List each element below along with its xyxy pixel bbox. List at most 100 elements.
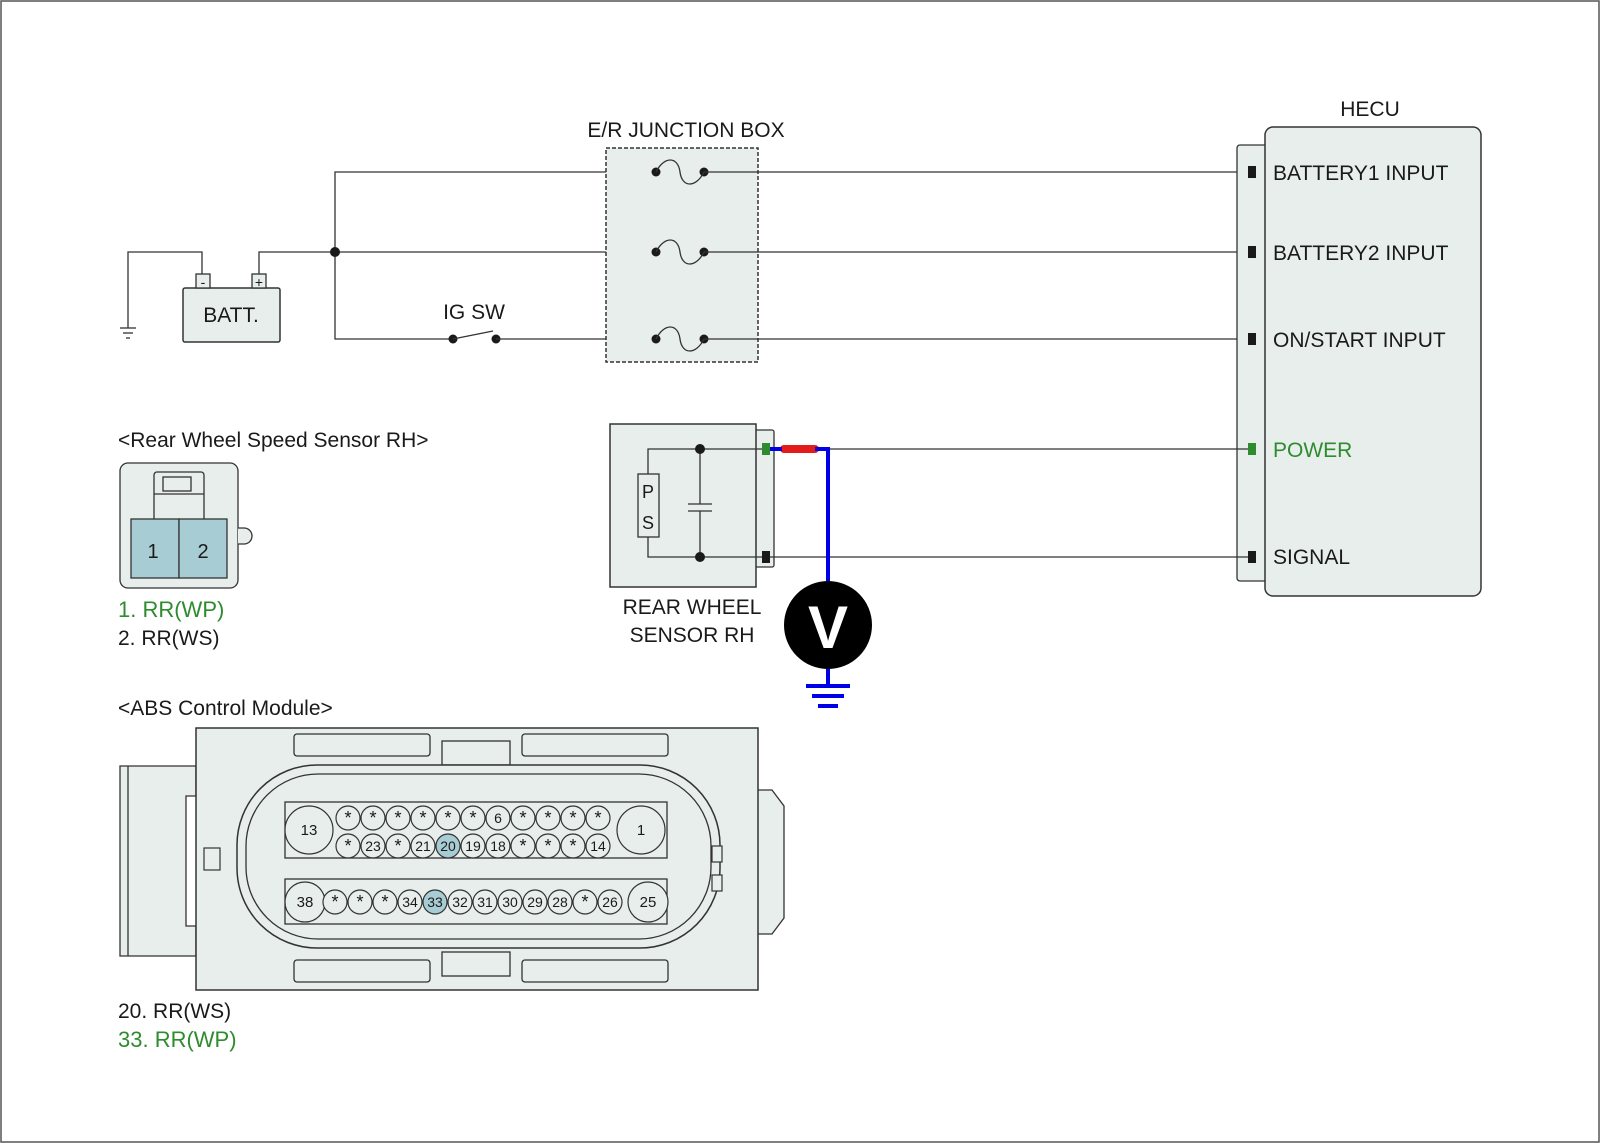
hecu-module: HECU BATTERY1 INPUT BATTERY2 INPUT ON/ST… xyxy=(1236,98,1482,597)
hecu-label-on-start: ON/START INPUT xyxy=(1273,329,1446,352)
abs-pin xyxy=(485,805,511,831)
abs-pin-label: * xyxy=(544,836,551,856)
abs-pin-label: * xyxy=(381,892,388,912)
abs-pin xyxy=(335,833,361,859)
abs-pin xyxy=(447,889,473,915)
ignition-switch: IG SW xyxy=(443,301,656,344)
ig-switch-label: IG SW xyxy=(443,301,505,324)
abs-pin xyxy=(347,889,373,915)
sensor-pin-signal xyxy=(762,551,770,563)
abs-pin xyxy=(360,805,386,831)
abs-pin-label: 30 xyxy=(502,894,518,910)
battery-neg-terminal xyxy=(195,273,211,289)
abs-pin-label: * xyxy=(419,808,426,828)
fuse-3 xyxy=(651,326,709,352)
abs-pin xyxy=(410,833,436,859)
abs-connector-legend-1: 20. RR(WS) xyxy=(118,1000,231,1023)
abs-pin xyxy=(522,889,548,915)
voltmeter-icon xyxy=(784,581,872,669)
abs-pin-label: 19 xyxy=(465,838,481,854)
abs-pin-label: * xyxy=(356,892,363,912)
hecu-pin-signal xyxy=(1248,551,1256,563)
hecu-pin-power xyxy=(1248,443,1256,455)
rear-connector-legend-1: 1. RR(WP) xyxy=(118,597,224,622)
abs-pin-label: * xyxy=(369,808,376,828)
abs-pin xyxy=(597,889,623,915)
hecu-label-battery2: BATTERY2 INPUT xyxy=(1273,242,1449,265)
abs-connector-view: <ABS Control Module> 13******6****1*23*2… xyxy=(118,697,785,1052)
sensor-title-line1: REAR WHEEL xyxy=(623,596,762,619)
battery-label: BATT. xyxy=(203,304,259,327)
abs-pin-label: * xyxy=(331,892,338,912)
abs-pin xyxy=(472,889,498,915)
hecu-label-signal: SIGNAL xyxy=(1273,546,1350,569)
hecu-label-battery1: BATTERY1 INPUT xyxy=(1273,162,1449,185)
abs-pin xyxy=(510,805,536,831)
abs-pin xyxy=(616,805,666,855)
junction-dot xyxy=(330,247,340,257)
abs-pin xyxy=(585,805,611,831)
abs-pin-label: * xyxy=(394,808,401,828)
voltmeter-label: V xyxy=(808,594,848,661)
abs-pin xyxy=(335,805,361,831)
abs-pin-label: * xyxy=(544,808,551,828)
sensor-s-label: S xyxy=(642,513,654,533)
abs-pin-label: * xyxy=(519,808,526,828)
sensor-body xyxy=(609,423,757,588)
hecu-body xyxy=(1264,126,1482,597)
junction-box-title: E/R JUNCTION BOX xyxy=(587,119,784,142)
abs-pin-label: * xyxy=(569,836,576,856)
hecu-title: HECU xyxy=(1340,98,1400,121)
abs-pin-label: 1 xyxy=(637,822,645,839)
abs-pin xyxy=(372,889,398,915)
battery-neg-sign: - xyxy=(201,274,206,290)
abs-pin-label: 21 xyxy=(415,838,431,854)
abs-pin-label: 20 xyxy=(440,838,456,854)
abs-pin-label: 28 xyxy=(552,894,568,910)
rear-connector-pin-2-label: 2 xyxy=(197,541,208,563)
abs-pin xyxy=(385,833,411,859)
sensor-pin-power xyxy=(762,443,770,455)
abs-pin-label: 13 xyxy=(301,822,318,839)
abs-pin-label: * xyxy=(519,836,526,856)
abs-pin xyxy=(535,833,561,859)
abs-pin xyxy=(585,833,611,859)
hecu-pin-battery1 xyxy=(1248,166,1256,178)
abs-pin xyxy=(627,881,669,923)
abs-pin-label: * xyxy=(394,836,401,856)
abs-pin xyxy=(322,889,348,915)
abs-pin xyxy=(360,833,386,859)
abs-pin xyxy=(422,889,448,915)
rear-connector-pin-1 xyxy=(130,518,180,579)
abs-pin xyxy=(485,833,511,859)
rear-sensor-connector-view: <Rear Wheel Speed Sensor RH> 1 2 1. RR(W… xyxy=(118,429,429,650)
abs-pin xyxy=(572,889,598,915)
abs-connector-title: <ABS Control Module> xyxy=(118,697,333,720)
abs-pin-label: 25 xyxy=(640,894,657,911)
junction-box: E/R JUNCTION BOX xyxy=(587,119,785,363)
rear-connector-pin-1-label: 1 xyxy=(147,541,158,563)
rear-wheel-sensor: P S REAR WHEEL SENSOR RH xyxy=(609,423,775,647)
abs-pin xyxy=(560,833,586,859)
abs-pin xyxy=(410,805,436,831)
abs-pin-label: 31 xyxy=(477,894,493,910)
sensor-title-line2: SENSOR RH xyxy=(630,624,755,647)
hecu-label-power: POWER xyxy=(1273,439,1352,462)
abs-pin xyxy=(435,805,461,831)
abs-pin-label: 38 xyxy=(297,894,314,911)
abs-pin-label: 34 xyxy=(402,894,418,910)
abs-pin xyxy=(510,833,536,859)
abs-pin xyxy=(385,805,411,831)
hecu-connector xyxy=(1236,144,1270,582)
abs-pin-label: 32 xyxy=(452,894,468,910)
abs-pin-label: 33 xyxy=(427,894,443,910)
abs-pin xyxy=(497,889,523,915)
abs-pin xyxy=(535,805,561,831)
abs-pin xyxy=(284,805,334,855)
battery-pos-sign: + xyxy=(255,274,263,290)
abs-pin-label: * xyxy=(344,808,351,828)
battery-body xyxy=(182,287,281,343)
